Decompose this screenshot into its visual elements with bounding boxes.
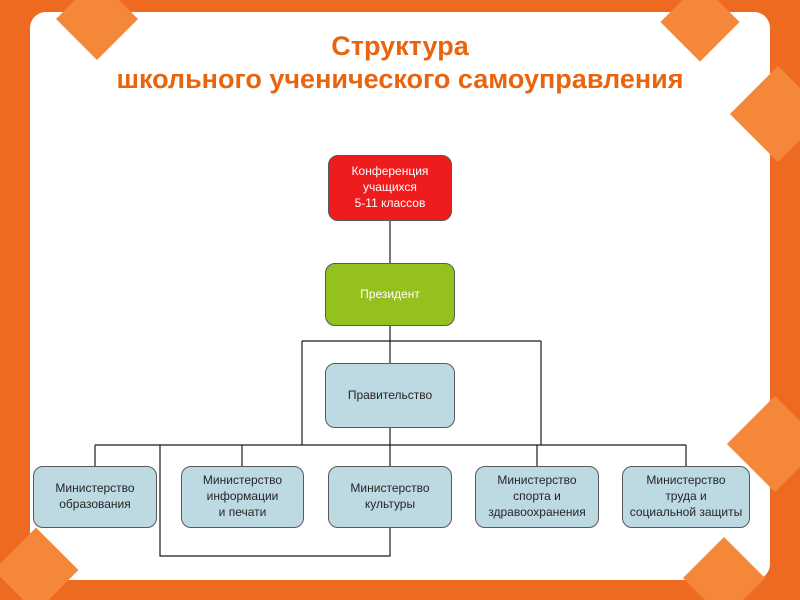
node-president-label: Президент: [360, 286, 420, 301]
node-ministry-education-label: Министерство образования: [55, 481, 135, 511]
node-government-label: Правительство: [347, 387, 433, 402]
node-ministry-culture: Министерство культуры: [328, 466, 452, 528]
slide-title-line1: Структура: [331, 31, 469, 61]
node-ministry-labor-label: Министерство труда и социальной защиты: [629, 473, 743, 519]
node-ministry-information-label: Министерство информации и печати: [202, 473, 283, 519]
node-ministry-education: Министерство образования: [33, 466, 157, 528]
node-president: Президент: [325, 263, 455, 326]
node-conference: Конференция учащихся 5-11 классов: [328, 155, 452, 221]
node-ministry-sport: Министерство спорта и здравоохранения: [475, 466, 599, 528]
node-ministry-information: Министерство информации и печати: [181, 466, 304, 528]
node-ministry-labor: Министерство труда и социальной защиты: [622, 466, 750, 528]
node-conference-label: Конференция учащихся 5-11 классов: [351, 164, 429, 210]
node-government: Правительство: [325, 363, 455, 428]
slide-title-line2: школьного ученического самоуправления: [116, 64, 684, 95]
slide-title: Структура школьного ученического самоупр…: [40, 30, 760, 97]
node-ministry-sport-label: Министерство спорта и здравоохранения: [488, 473, 586, 519]
node-ministry-culture-label: Министерство культуры: [350, 481, 430, 511]
